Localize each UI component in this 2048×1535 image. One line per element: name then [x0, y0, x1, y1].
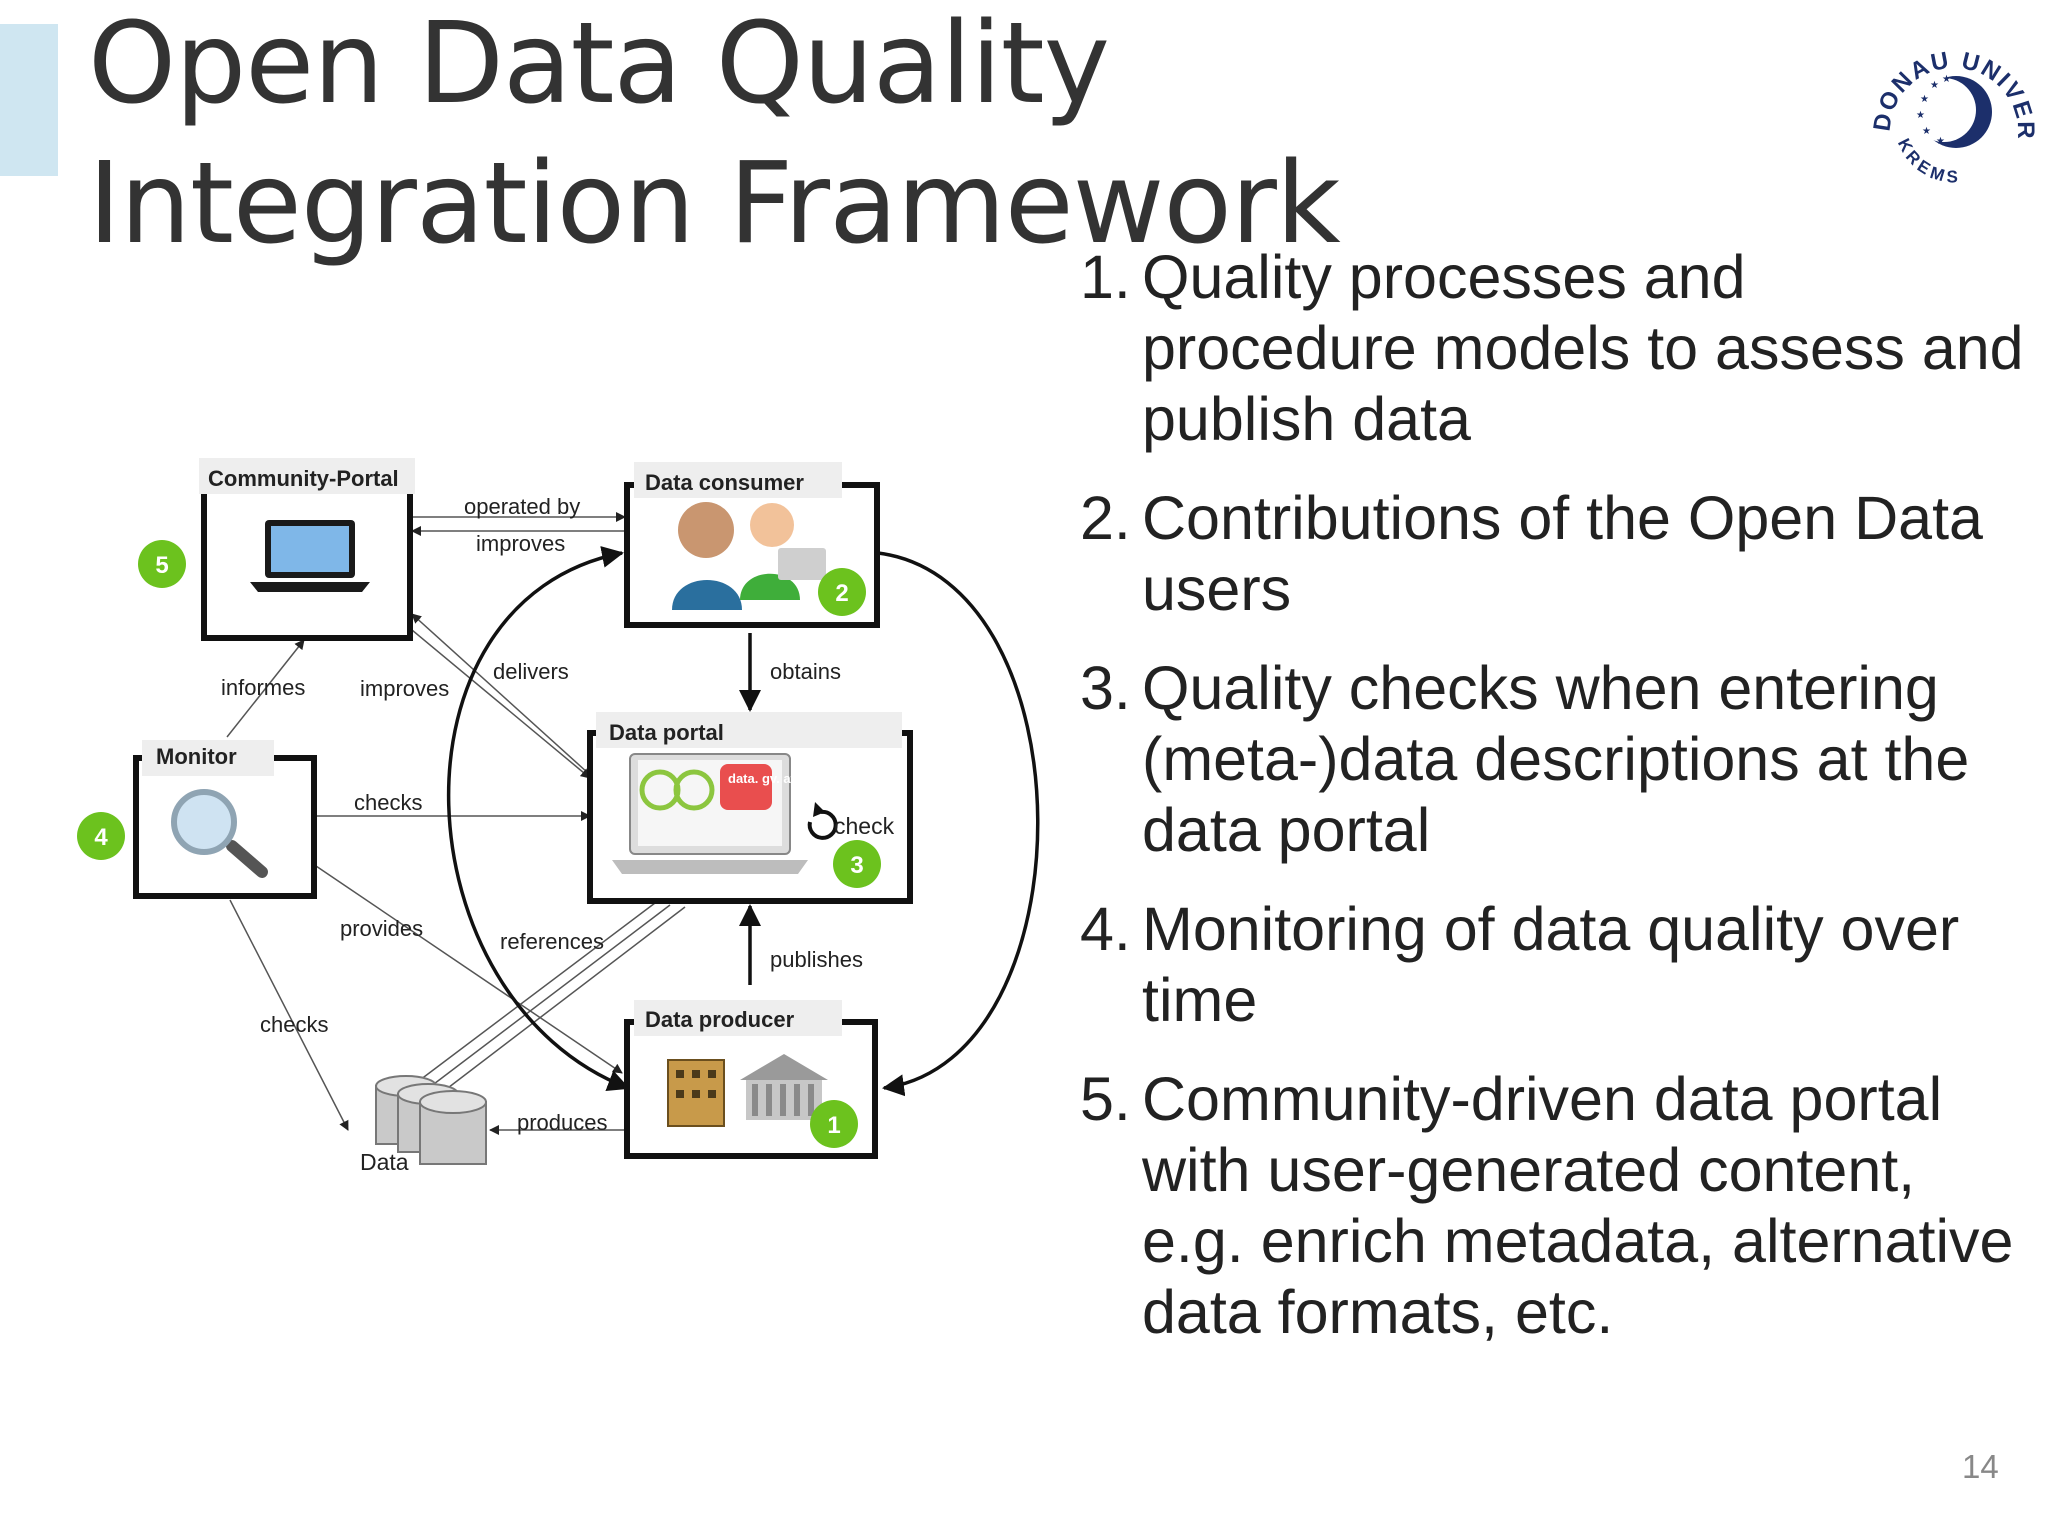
title-line-1: Open Data Quality: [88, 0, 1110, 129]
label-produces: produces: [517, 1110, 608, 1135]
list-number: 4.: [1080, 895, 1131, 963]
label-improves-mid: improves: [360, 676, 449, 701]
svg-text:★: ★: [1942, 74, 1951, 85]
magnifier-icon: [171, 789, 268, 878]
laptop-icon: [250, 520, 370, 592]
slide-title: Open Data Quality Integration Framework: [88, 0, 1341, 274]
svg-text:★: ★: [1916, 110, 1925, 121]
svg-text:★: ★: [1920, 94, 1929, 105]
svg-text:★: ★: [1922, 126, 1931, 137]
monitor-node: Monitor: [133, 740, 317, 899]
label-references: references: [500, 929, 604, 954]
badge-5-text: 5: [155, 552, 168, 579]
label-provides: provides: [340, 916, 423, 941]
feature-list: 1.Quality processes and procedure models…: [1080, 242, 2030, 1376]
label-obtains: obtains: [770, 659, 841, 684]
label-improves-top: improves: [476, 531, 565, 556]
users-icon: [672, 502, 826, 610]
label-delivers: delivers: [493, 659, 569, 684]
accent-bar: [0, 24, 58, 176]
data-label: Data: [360, 1149, 409, 1175]
title-line-2: Integration Framework: [88, 139, 1341, 269]
refresh-icon: [807, 802, 838, 840]
university-logo: DONAU UNIVERSITÄT KREMS ★★★ ★★★: [1868, 22, 2037, 186]
label-checks-data: checks: [260, 1012, 328, 1037]
badge-2: 2: [818, 568, 866, 616]
framework-diagram: Community-Portal Data consumer Monitor: [77, 458, 1040, 1175]
list-number: 1.: [1080, 243, 1131, 311]
edge-delivers: [411, 629, 591, 779]
page-number: 14: [1962, 1448, 1999, 1485]
label-publishes: publishes: [770, 947, 863, 972]
list-item: 5.Community-driven data portal with user…: [1080, 1064, 2030, 1348]
list-text: Quality processes and procedure models t…: [1142, 243, 2024, 453]
data-portal-label: Data portal: [609, 720, 724, 745]
svg-text:★: ★: [1930, 80, 1939, 91]
edge-provides: [315, 865, 623, 1074]
community-portal-node: Community-Portal: [199, 458, 415, 641]
list-number: 2.: [1080, 484, 1131, 552]
badge-2-text: 2: [835, 580, 848, 607]
logo-stars-icon: ★★★ ★★★: [1916, 74, 1951, 147]
portal-laptop-icon: data. gv. at: [612, 753, 808, 874]
data-portal-node: Data portal data. gv. at check: [587, 712, 913, 904]
community-portal-label: Community-Portal: [208, 466, 399, 491]
list-item: 3.Quality checks when entering (meta-)da…: [1080, 653, 2030, 866]
badge-1-text: 1: [827, 1112, 840, 1139]
edge-informes: [226, 639, 305, 738]
list-text: Community-driven data portal with user-g…: [1142, 1065, 2014, 1346]
edge-checks-data: [229, 899, 349, 1131]
badge-3: 3: [833, 840, 881, 888]
list-item: 4.Monitoring of data quality over time: [1080, 894, 2030, 1036]
label-informes: informes: [221, 675, 305, 700]
list-number: 5.: [1080, 1065, 1131, 1133]
portal-screen-text: data. gv. at: [728, 771, 796, 786]
data-producer-label: Data producer: [645, 1007, 795, 1032]
badge-4-text: 4: [94, 824, 108, 851]
badge-3-text: 3: [850, 852, 863, 879]
building-icon: [667, 1059, 725, 1127]
list-text: Quality checks when entering (meta-)data…: [1142, 654, 1970, 864]
database-icon: [375, 1075, 487, 1165]
check-label: check: [834, 813, 895, 839]
label-operated-by: operated by: [464, 494, 580, 519]
badge-5: 5: [138, 540, 186, 588]
list-text: Monitoring of data quality over time: [1142, 895, 1960, 1034]
edge-producer-to-consumer-loop: [877, 551, 1040, 1097]
data-consumer-label: Data consumer: [645, 470, 804, 495]
svg-text:★: ★: [1936, 136, 1945, 147]
list-item: 2.Contributions of the Open Data users: [1080, 483, 2030, 625]
badge-1: 1: [810, 1100, 858, 1148]
label-checks-portal: checks: [354, 790, 422, 815]
list-number: 3.: [1080, 654, 1131, 722]
edge-references-3: [439, 906, 686, 1095]
list-item: 1.Quality processes and procedure models…: [1080, 242, 2030, 455]
monitor-label: Monitor: [156, 744, 237, 769]
edge-improves-mid: [411, 613, 589, 774]
government-building-icon: [740, 1054, 828, 1120]
badge-4: 4: [77, 812, 125, 860]
edge-consumer-producer-inner-loop: [447, 546, 630, 1092]
list-text: Contributions of the Open Data users: [1142, 484, 1983, 623]
